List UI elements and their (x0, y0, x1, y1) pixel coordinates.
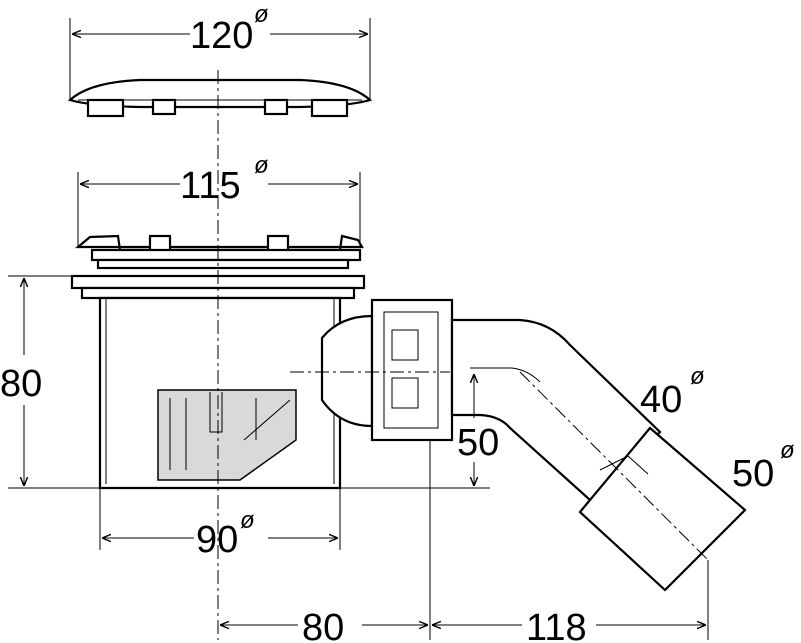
outlet-pipe-50 (578, 426, 747, 592)
dim-height-value: 80 (0, 363, 42, 405)
dim-outlet-height-value: 50 (457, 422, 499, 464)
diameter-symbol: ø (690, 363, 705, 390)
cover-plate (67, 78, 373, 118)
diameter-symbol: ø (254, 152, 269, 179)
dim-grate-value: 115 (180, 165, 241, 207)
dim-cover-value: 120 (190, 15, 253, 57)
dim-outlet-50-value: 50 (732, 453, 774, 495)
grate (74, 234, 364, 270)
dim-body-value: 90 (196, 519, 238, 561)
dim-outlet-40-value: 40 (640, 379, 682, 421)
dim-offset-80-value: 80 (302, 607, 344, 643)
outlet-coupling (320, 298, 454, 442)
diameter-symbol: ø (780, 437, 795, 464)
diameter-symbol: ø (254, 1, 269, 28)
dim-offset-118-value: 118 (526, 607, 587, 643)
diameter-symbol: ø (240, 507, 255, 534)
trap-body (70, 274, 366, 490)
